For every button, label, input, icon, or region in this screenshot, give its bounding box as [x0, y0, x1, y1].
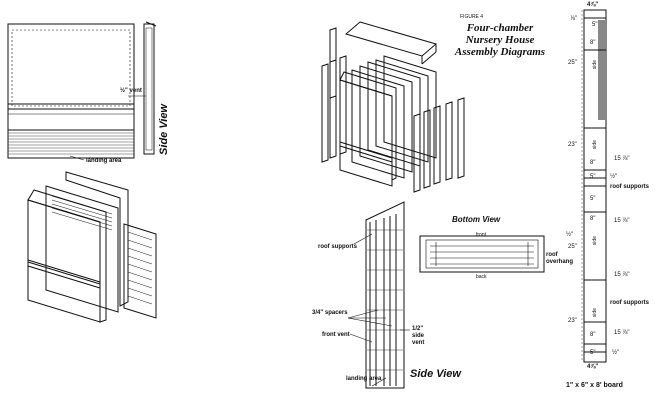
roof-overhang-label: roof overhang [546, 252, 574, 265]
board-roof-supports-1: roof supports [610, 184, 649, 190]
dim-label: 15 ⅞" [614, 330, 630, 336]
figure-label: FIGURE 4 [460, 14, 484, 20]
front-vent-label: front vent [322, 332, 350, 338]
dim-label: 23" [568, 318, 577, 324]
dim-label: 5" [590, 350, 596, 356]
title-line-1: Four-chamber [466, 22, 534, 34]
dim-label: 5" [590, 196, 596, 202]
spacers-label: 3/4" spacers [312, 310, 348, 316]
roof-supports-label: roof supports [318, 244, 357, 250]
front-elevation-drawing [7, 23, 135, 161]
dim-label: ½" [610, 174, 618, 180]
board-side-label: side [592, 60, 598, 70]
title-line-3: Assembly Diagrams [454, 46, 546, 58]
board-caption: 1" x 6" x 8' board [566, 382, 623, 389]
figure-title: Four-chamber Nursery House Assembly Diag… [440, 22, 560, 58]
vent-label: ½" vent [120, 88, 142, 94]
bottom-view-title: Bottom View [452, 215, 501, 224]
bottom-view-drawing [419, 235, 545, 273]
landing-area-label-left: landing area [86, 158, 122, 164]
board-side-label: side [592, 140, 598, 150]
dim-label: 8" [590, 332, 596, 338]
bottom-front-label: front [476, 232, 487, 238]
dim-label: 8" [590, 40, 596, 46]
dim-label: 25" [568, 60, 577, 66]
dim-label: 8" [590, 216, 596, 222]
dim-label: 5" [590, 174, 596, 180]
dim-label: ⅞" [570, 16, 578, 22]
board-roof-supports-2: roof supports [610, 300, 649, 306]
board-side-label: side [592, 308, 598, 318]
bottom-back-label: back [476, 274, 487, 280]
dim-label: ½" [566, 232, 574, 238]
dim-label: 15 ⅞" [614, 218, 630, 224]
side-section-narrow [128, 21, 157, 155]
exploded-assembly-3d [321, 21, 465, 193]
landing-area-label-section: landing area [346, 376, 382, 382]
board-top-width: 4⅞" [587, 2, 599, 8]
cut-board-drawing [581, 9, 607, 363]
board-bottom-width: 4⅞" [587, 364, 599, 370]
side-vent-label: 1/2" side vent [412, 326, 425, 346]
side-view-title-left: Side View [158, 104, 170, 155]
side-view-title-section: Side View [410, 368, 461, 380]
dim-label: ½" [612, 350, 620, 356]
dim-label: 23" [568, 142, 577, 148]
dim-label: 8" [590, 160, 596, 166]
dim-label: 15 ⅞" [614, 156, 630, 162]
dim-label: 15 ⅞" [614, 272, 630, 278]
dim-label: 5" [592, 22, 598, 28]
title-line-2: Nursery House [465, 34, 535, 46]
board-side-label: side [592, 236, 598, 246]
dim-label: 25" [568, 244, 577, 250]
section-side-view [347, 201, 410, 389]
exploded-panels-left [27, 171, 157, 323]
